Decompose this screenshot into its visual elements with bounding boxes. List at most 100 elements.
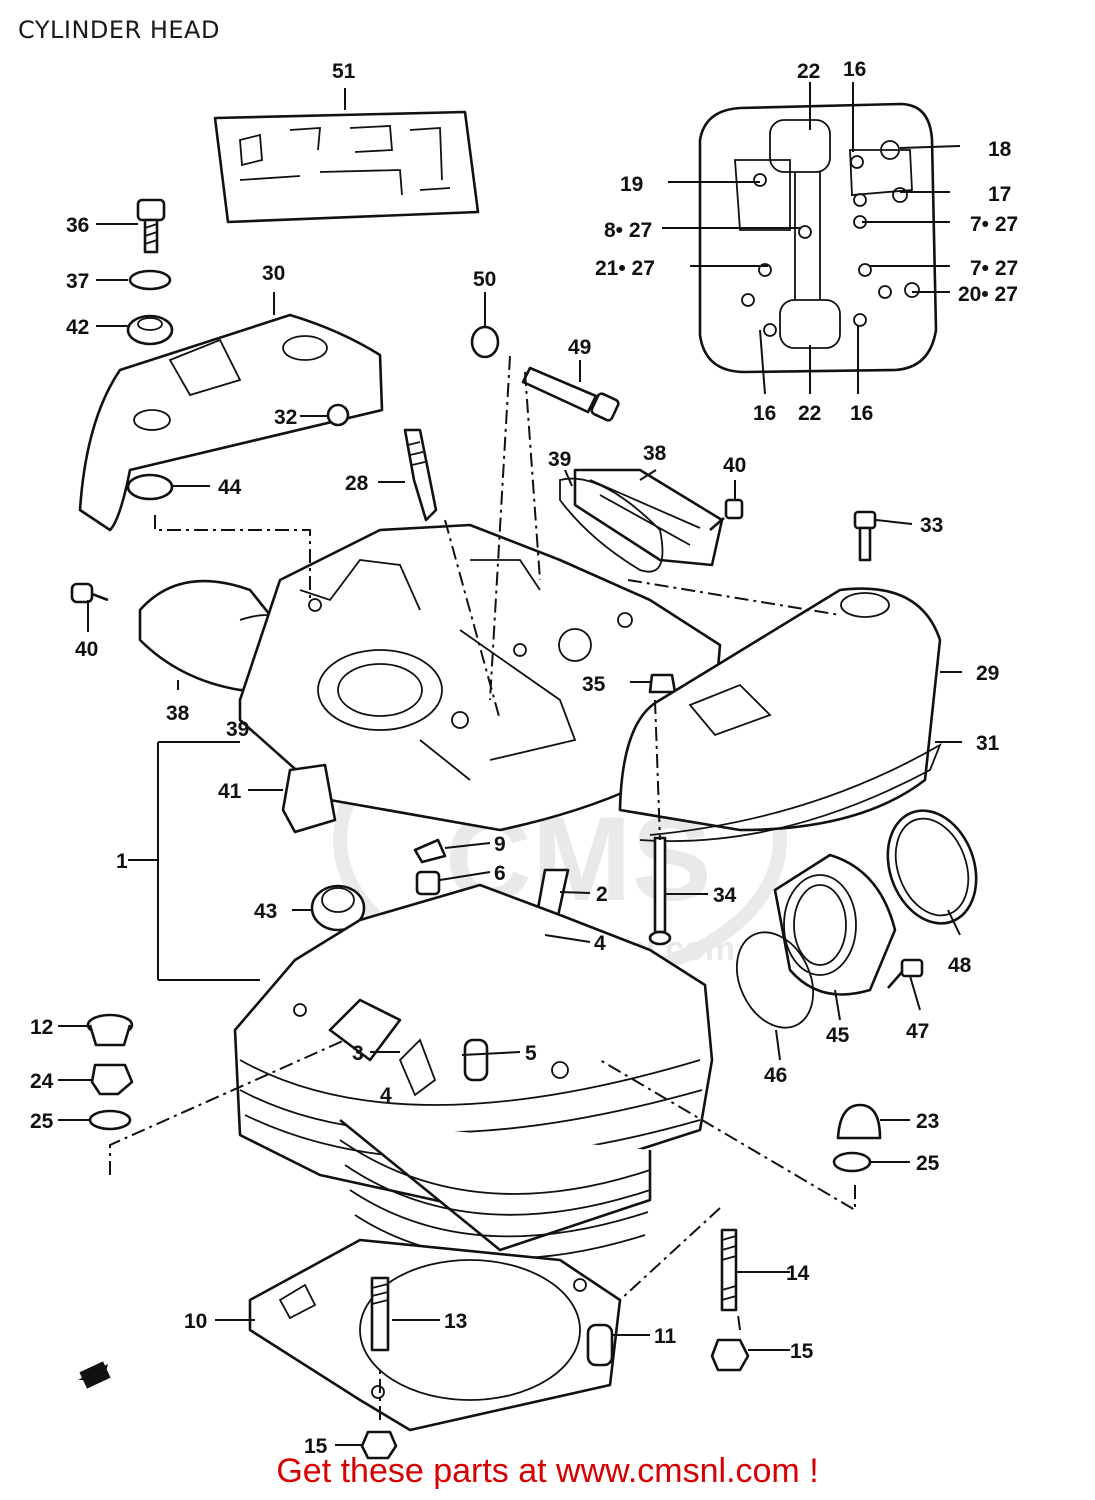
callout-16-top: 16 <box>843 58 866 81</box>
callout-12: 12 <box>30 1016 53 1039</box>
part-40-screw-left <box>70 582 109 604</box>
part-34-stud <box>648 836 672 946</box>
callout-48: 48 <box>948 954 972 977</box>
part-14-stud <box>720 1228 738 1312</box>
part-12-nut <box>86 1013 134 1047</box>
callout-8-27: 8• 27 <box>604 219 652 242</box>
callout-46: 46 <box>764 1064 787 1087</box>
callout-29: 29 <box>976 662 999 685</box>
part-45-intake-pipe <box>773 853 897 996</box>
callout-44: 44 <box>218 476 242 499</box>
callout-15-bottom: 15 <box>304 1435 328 1458</box>
fwd-arrow-icon <box>78 1361 111 1389</box>
callout-25-right: 25 <box>916 1152 940 1175</box>
callout-31: 31 <box>976 732 1000 755</box>
callout-11: 11 <box>654 1325 677 1348</box>
callout-7-27-a: 7• 27 <box>970 213 1018 236</box>
callout-16-bottom-right: 16 <box>850 402 873 425</box>
part-25-washer-right <box>832 1151 872 1173</box>
callout-4-upper: 4 <box>594 932 606 955</box>
callout-5: 5 <box>525 1042 537 1065</box>
part-35-nut <box>648 673 677 694</box>
part-51-gasket-sheet <box>213 110 480 224</box>
page-title: CYLINDER HEAD <box>18 16 220 44</box>
callout-40-left: 40 <box>75 638 98 661</box>
callout-21-27: 21• 27 <box>595 257 655 280</box>
callout-30: 30 <box>262 262 285 285</box>
callout-40-upper: 40 <box>723 454 746 477</box>
footer-link[interactable]: Get these parts at www.cmsnl.com ! <box>276 1452 819 1490</box>
callout-34: 34 <box>713 884 737 907</box>
callout-25-left: 25 <box>30 1110 54 1133</box>
part-13-stud <box>370 1276 390 1352</box>
part-47-screw <box>887 958 924 989</box>
callout-35: 35 <box>582 673 606 696</box>
callout-4-lower: 4 <box>380 1084 392 1107</box>
callout-51: 51 <box>332 60 356 83</box>
part-38-side-cover-upper <box>573 468 724 567</box>
callout-32: 32 <box>274 406 297 429</box>
part-48-clamp <box>886 809 978 925</box>
callout-38-upper: 38 <box>643 442 667 465</box>
callout-39-left: 39 <box>226 718 249 741</box>
part-46-o-ring <box>735 931 815 1029</box>
callout-6: 6 <box>494 862 506 885</box>
callout-15-right: 15 <box>790 1340 814 1363</box>
part-30-cover <box>78 313 384 532</box>
part-44-grommet <box>126 473 174 501</box>
callout-38-left: 38 <box>166 702 190 725</box>
callout-13: 13 <box>444 1310 467 1333</box>
part-15-nut-right <box>710 1338 750 1372</box>
part-head-top-view <box>698 102 938 374</box>
callout-24: 24 <box>30 1070 54 1093</box>
callout-39-upper: 39 <box>548 448 571 471</box>
leader-lines <box>58 82 962 1446</box>
part-24-nut <box>90 1063 134 1096</box>
part-37-washer <box>128 269 172 291</box>
callout-23: 23 <box>916 1110 939 1133</box>
callout-28: 28 <box>345 472 369 495</box>
part-43-cap <box>310 884 366 932</box>
callout-3: 3 <box>352 1042 364 1065</box>
part-41-damper <box>281 763 337 834</box>
part-33-bolt <box>853 510 877 562</box>
callout-49: 49 <box>568 336 591 359</box>
part-28-spark-plug <box>403 428 438 522</box>
part-9-seal <box>413 838 447 864</box>
part-31-gasket <box>639 742 942 843</box>
callout-20-27: 20• 27 <box>958 283 1018 306</box>
callout-19: 19 <box>620 173 643 196</box>
callout-47: 47 <box>906 1020 929 1043</box>
part-23-cap-nut <box>836 1103 882 1140</box>
callout-7-27-b: 7• 27 <box>970 257 1018 280</box>
callout-36: 36 <box>66 214 89 237</box>
callouts: 51 22 16 18 19 17 8• 27 7• 27 21• 27 7• … <box>30 58 1018 1458</box>
callout-2: 2 <box>596 883 608 906</box>
part-10-base-gasket <box>248 1238 622 1432</box>
callout-16-bottom-left: 16 <box>753 402 776 425</box>
callout-18: 18 <box>988 138 1012 161</box>
part-36-bolt <box>136 198 166 254</box>
callout-22-bottom: 22 <box>798 402 821 425</box>
dash-dot-lines <box>109 355 856 1420</box>
callout-14: 14 <box>786 1262 810 1285</box>
part-39-gasket-upper <box>559 477 664 573</box>
part-11-dowel <box>586 1323 614 1367</box>
callout-37: 37 <box>66 270 89 293</box>
callout-50: 50 <box>473 268 496 291</box>
part-49-bolt <box>521 366 620 422</box>
callout-10: 10 <box>184 1310 207 1333</box>
part-50-nut <box>470 325 500 359</box>
callout-17: 17 <box>988 183 1011 206</box>
part-42-grommet <box>126 314 174 346</box>
callout-22-top: 22 <box>797 60 820 83</box>
callout-9: 9 <box>494 833 506 856</box>
callout-33: 33 <box>920 514 943 537</box>
callout-45: 45 <box>826 1024 850 1047</box>
part-29-cover <box>618 587 942 832</box>
part-25-washer-left <box>88 1109 132 1131</box>
callout-1: 1 <box>116 850 128 873</box>
callout-42: 42 <box>66 316 89 339</box>
part-40-screw-upper <box>709 498 744 531</box>
